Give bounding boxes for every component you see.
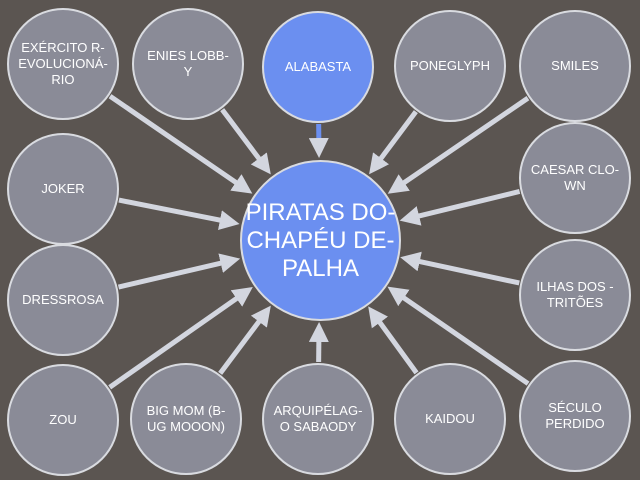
arrow-kaidou	[368, 306, 419, 375]
node-smiles[interactable]: SMILES	[519, 10, 631, 122]
arrow-smiles	[387, 96, 530, 194]
arrow-ilhas-dos-tritoes	[400, 251, 520, 286]
node-seculo-perdido[interactable]: SÉCULO PERDIDO	[519, 360, 631, 472]
arrow-seculo-perdido	[387, 286, 530, 386]
node-exercito-revolucionario[interactable]: EXÉRCITO R- EVOLUCIONÁ- RIO	[7, 8, 119, 120]
node-poneglyph[interactable]: PONEGLYPH	[394, 10, 506, 122]
arrow-dressrosa	[117, 253, 241, 290]
arrow-poneglyph	[369, 110, 418, 175]
node-kaidou[interactable]: KAIDOU	[394, 363, 506, 475]
node-enies-lobby[interactable]: ENIES LOBB- Y	[132, 8, 244, 120]
node-ilhas-dos-tritoes[interactable]: ILHAS DOS - TRITÕES	[519, 239, 631, 351]
arrow-big-mom	[218, 305, 271, 375]
node-caesar-clown[interactable]: CAESAR CLO- WN	[519, 122, 631, 234]
center-node-piratas-do-chapeu-de-palha[interactable]: PIRATAS DO- CHAPÉU DE- PALHA	[240, 160, 401, 321]
arrow-enies-lobby	[220, 108, 271, 175]
node-joker[interactable]: JOKER	[7, 133, 119, 245]
node-dressrosa[interactable]: DRESSROSA	[7, 244, 119, 356]
arrow-caesar-clown	[399, 189, 521, 226]
node-big-mom[interactable]: BIG MOM (B- UG MOOON)	[130, 363, 242, 475]
node-zou[interactable]: ZOU	[7, 364, 119, 476]
arrow-zou	[108, 287, 253, 390]
arrow-joker	[118, 197, 240, 230]
arrow-exercito-revolucionario	[108, 94, 253, 194]
node-arquipelago-sabaody[interactable]: ARQUIPÉLAG- O SABAODY	[262, 363, 374, 475]
node-alabasta[interactable]: ALABASTA	[262, 11, 374, 123]
